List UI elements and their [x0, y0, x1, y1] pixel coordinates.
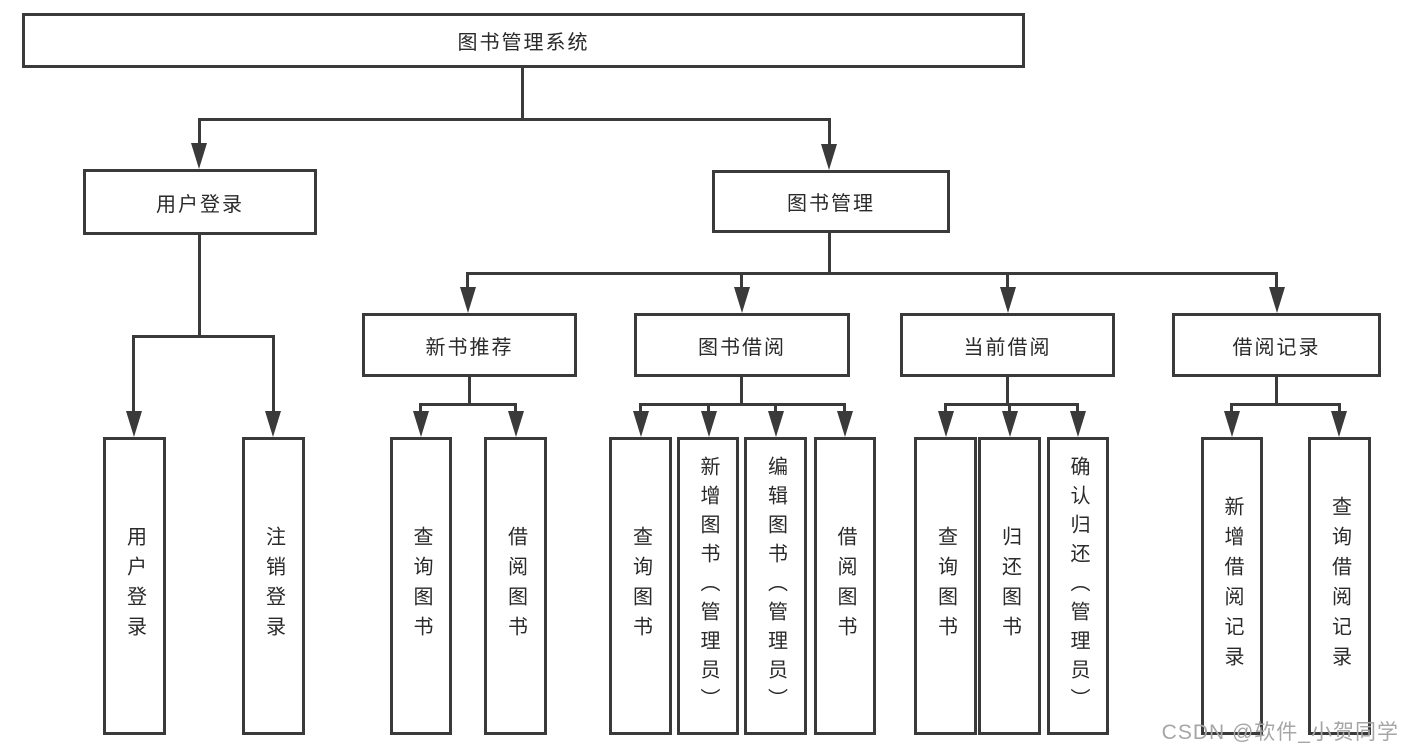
arrow-recommend-leaf-1-icon [413, 411, 429, 437]
arrow-current-leaf-1-icon [938, 411, 954, 437]
arrow-borrowing-leaf-4-icon [837, 411, 853, 437]
arrow-to-new-book-recommendation-icon [460, 287, 476, 313]
connector-bookmgmt-hbar [466, 272, 1278, 275]
leaf-borrowing-borrow-books: 借阅图书 [814, 437, 876, 735]
connector-root-drop-right [828, 118, 831, 147]
connector-current-hbar [944, 403, 1079, 406]
arrow-to-user-login-icon [191, 143, 207, 169]
arrow-records-leaf-1-icon [1224, 411, 1240, 437]
leaf-current-confirm-return-admin: 确认归还（管理员） [1047, 437, 1109, 735]
connector-bookmgmt-drop-4 [1275, 272, 1278, 289]
connector-borrowing-stem [740, 377, 743, 405]
connector-recommend-stem [468, 377, 471, 405]
connector-current-drop-1 [944, 403, 947, 413]
csdn-watermark: CSDN @软件_小贺同学 [1161, 721, 1399, 744]
arrow-to-leaf-user-login-icon [126, 411, 142, 437]
leaf-current-query-books: 查询图书 [914, 437, 977, 735]
node-borrowing-records: 借阅记录 [1172, 313, 1381, 377]
leaf-current-return-books: 归还图书 [978, 437, 1041, 735]
connector-records-hbar [1230, 403, 1341, 406]
leaf-user-login: 用户登录 [103, 437, 166, 735]
connector-borrowing-hbar [639, 403, 846, 406]
connector-recommend-hbar [419, 403, 517, 406]
connector-borrowing-drop-2 [707, 403, 710, 413]
connector-userlogin-drop-1 [132, 335, 135, 413]
leaf-borrowing-query-books: 查询图书 [609, 437, 672, 735]
node-current-borrowing: 当前借阅 [900, 313, 1115, 377]
node-user-login: 用户登录 [83, 169, 317, 235]
arrow-to-book-management-icon [821, 144, 837, 170]
node-book-borrowing: 图书借阅 [634, 313, 850, 377]
connector-current-stem [1006, 377, 1009, 405]
connector-records-stem [1275, 377, 1278, 405]
arrow-to-book-borrowing-icon [734, 287, 750, 313]
connector-current-drop-3 [1076, 403, 1079, 413]
connector-borrowing-drop-4 [843, 403, 846, 413]
arrow-current-leaf-3-icon [1070, 411, 1086, 437]
arrow-recommend-leaf-2-icon [508, 411, 524, 437]
leaf-records-add-record: 新增借阅记录 [1201, 437, 1263, 735]
connector-records-drop-2 [1338, 403, 1341, 413]
arrow-records-leaf-2-icon [1331, 411, 1347, 437]
arrow-to-current-borrowing-icon [1000, 287, 1016, 313]
connector-borrowing-drop-3 [774, 403, 777, 413]
connector-current-drop-2 [1008, 403, 1011, 413]
arrow-borrowing-leaf-3-icon [768, 411, 784, 437]
connector-bookmgmt-drop-3 [1006, 272, 1009, 289]
connector-root-stem [521, 67, 524, 121]
leaf-logout: 注销登录 [242, 437, 305, 735]
node-book-management: 图书管理 [712, 170, 950, 233]
connector-root-drop-left [198, 118, 201, 146]
connector-bookmgmt-stem [828, 233, 831, 274]
arrow-borrowing-leaf-2-icon [701, 411, 717, 437]
leaf-records-query-record: 查询借阅记录 [1308, 437, 1371, 735]
connector-bookmgmt-drop-2 [740, 272, 743, 289]
connector-records-drop-1 [1230, 403, 1233, 413]
connector-borrowing-drop-1 [639, 403, 642, 413]
arrow-borrowing-leaf-1-icon [633, 411, 649, 437]
node-library-system: 图书管理系统 [22, 13, 1025, 68]
leaf-recommend-borrow-books: 借阅图书 [484, 437, 547, 735]
connector-recommend-drop-1 [419, 403, 422, 413]
connector-root-hbar [198, 118, 831, 121]
leaf-borrowing-add-books-admin: 新增图书（管理员） [677, 437, 739, 735]
leaf-recommend-query-books: 查询图书 [390, 437, 452, 735]
connector-userlogin-stem [198, 235, 201, 335]
connector-userlogin-drop-2 [272, 335, 275, 413]
arrow-to-leaf-logout-icon [265, 411, 281, 437]
node-new-book-recommendation: 新书推荐 [362, 313, 577, 377]
connector-recommend-drop-2 [514, 403, 517, 413]
connector-bookmgmt-drop-1 [466, 272, 469, 289]
arrow-to-borrowing-records-icon [1269, 287, 1285, 313]
leaf-borrowing-edit-books-admin: 编辑图书（管理员） [744, 437, 807, 735]
connector-userlogin-hbar [132, 335, 275, 338]
arrow-current-leaf-2-icon [1002, 411, 1018, 437]
